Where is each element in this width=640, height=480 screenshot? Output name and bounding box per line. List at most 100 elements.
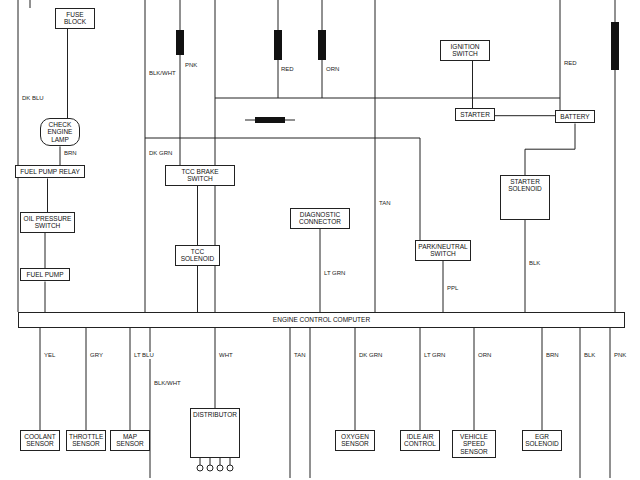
switch-box: TCC BRAKE SWITCH bbox=[165, 165, 235, 186]
component-label: COOLANT SENSOR bbox=[23, 433, 57, 448]
component-label: DISTRIBUTOR bbox=[193, 411, 237, 418]
fusible-link-group bbox=[176, 22, 619, 123]
wire-color-label: ORN bbox=[325, 66, 340, 73]
wire-color-label: BRN bbox=[545, 352, 560, 359]
wire bbox=[560, 0, 561, 110]
wire-connector bbox=[86, 328, 87, 430]
wire-color-label: TAN bbox=[293, 352, 307, 359]
wire-color-label: BLK bbox=[528, 260, 541, 267]
fusible-link bbox=[176, 30, 184, 55]
wire-connector bbox=[443, 261, 444, 312]
relay-box: FUEL PUMP RELAY bbox=[15, 165, 85, 178]
wire-color-label: ORN bbox=[477, 352, 492, 359]
terminal bbox=[207, 465, 213, 471]
component-label: FUEL PUMP bbox=[23, 271, 67, 278]
terminal bbox=[227, 465, 233, 471]
switch-box: PARK/NEUTRAL SWITCH bbox=[415, 240, 471, 261]
wire-connector bbox=[45, 282, 46, 313]
component-label: EGR SOLENOID bbox=[525, 433, 559, 448]
wire-connector bbox=[320, 229, 321, 312]
wire-color-label: TAN bbox=[378, 200, 392, 207]
wire-color-label: LT GRN bbox=[323, 270, 346, 277]
component-label: MAP SENSOR bbox=[113, 433, 147, 448]
fusible-link bbox=[611, 22, 619, 70]
wire-connector bbox=[472, 61, 473, 108]
component-label: ENGINE CONTROL COMPUTER bbox=[273, 316, 370, 323]
fusible-link bbox=[318, 30, 326, 60]
wire-connector bbox=[197, 266, 198, 312]
solenoid-box: STARTER SOLENOID bbox=[500, 175, 550, 220]
component-label: THROTTLE SENSOR bbox=[69, 433, 103, 448]
terminal bbox=[217, 465, 223, 471]
component-label: FUSE BLOCK bbox=[58, 11, 92, 26]
connector-box: DIAGNOSTIC CONNECTOR bbox=[290, 208, 350, 229]
wire bbox=[145, 0, 146, 312]
terminal-group bbox=[197, 465, 233, 471]
wire bbox=[580, 328, 581, 478]
starter-box: STARTER bbox=[455, 108, 495, 121]
fusible-link bbox=[274, 30, 282, 60]
wire-group bbox=[18, 0, 615, 478]
wire bbox=[375, 0, 376, 312]
wire-connector bbox=[130, 328, 131, 430]
wire bbox=[290, 328, 291, 478]
wire-color-label: BLK bbox=[583, 352, 596, 359]
wire bbox=[215, 98, 560, 99]
wire bbox=[200, 458, 230, 465]
wire-connector bbox=[67, 29, 68, 118]
wire-connector bbox=[215, 328, 216, 408]
wire-color-label: DK BLU bbox=[21, 95, 45, 102]
wire-connector bbox=[525, 124, 575, 176]
wire-color-label: PNK bbox=[184, 62, 198, 69]
component-label: OIL PRESSURE SWITCH bbox=[23, 215, 72, 230]
component-label: PARK/NEUTRAL SWITCH bbox=[418, 243, 468, 258]
wire-connector bbox=[47, 179, 48, 213]
wire-color-label: RED bbox=[563, 60, 578, 67]
wire bbox=[310, 328, 311, 478]
battery-symbol: BATTERY bbox=[555, 110, 595, 123]
wire-color-label: YEL bbox=[43, 352, 56, 359]
wire bbox=[145, 138, 420, 240]
wire-connector bbox=[542, 328, 543, 430]
wire-connector bbox=[45, 233, 46, 268]
wire-color-label: PPL bbox=[446, 285, 459, 292]
component-label: VEHICLE SPEED SENSOR bbox=[455, 433, 493, 455]
wire-connector bbox=[495, 115, 555, 116]
lamp-symbol: CHECK ENGINE LAMP bbox=[40, 118, 80, 146]
wire-color-label: DK GRN bbox=[148, 150, 173, 157]
wire-connector bbox=[40, 328, 41, 430]
component-label: CHECK ENGINE LAMP bbox=[43, 121, 77, 143]
wire-connector bbox=[420, 328, 421, 430]
wire-color-label: BLK/WHT bbox=[148, 70, 177, 77]
wire bbox=[180, 0, 181, 165]
sensor-box: MAP SENSOR bbox=[110, 430, 150, 451]
wire-connector bbox=[197, 186, 198, 245]
sensor-box: OXYGEN SENSOR bbox=[335, 430, 375, 451]
wire bbox=[30, 0, 31, 8]
solenoid-box: TCC SOLENOID bbox=[175, 245, 220, 266]
sensor-box: VEHICLE SPEED SENSOR bbox=[452, 430, 496, 458]
wire-color-label: BRN bbox=[63, 150, 78, 157]
terminal bbox=[197, 465, 203, 471]
wire-color-label: BLK/WHT bbox=[153, 380, 182, 387]
wire-color-label: GRY bbox=[89, 352, 104, 359]
wire bbox=[610, 328, 611, 478]
wire-color-label: PNK bbox=[613, 352, 627, 359]
component-label: STARTER SOLENOID bbox=[503, 178, 547, 193]
component-label: IGNITION SWITCH bbox=[443, 43, 487, 58]
wire-color-label: RED bbox=[280, 66, 295, 73]
pump-box: FUEL PUMP bbox=[20, 268, 70, 281]
component-label: OXYGEN SENSOR bbox=[338, 433, 372, 448]
fusible-link bbox=[255, 117, 285, 123]
component-label: TCC SOLENOID bbox=[178, 248, 217, 263]
wire-connector bbox=[60, 146, 61, 165]
component-label: IDLE AIR CONTROL bbox=[403, 433, 437, 448]
component-label: TCC BRAKE SWITCH bbox=[168, 168, 232, 183]
wire bbox=[18, 0, 19, 312]
component-label: DIAGNOSTIC CONNECTOR bbox=[293, 211, 347, 226]
wire-connector bbox=[355, 328, 356, 430]
component-label: FUEL PUMP RELAY bbox=[18, 168, 82, 175]
wire-color-label: WHT bbox=[218, 352, 234, 359]
